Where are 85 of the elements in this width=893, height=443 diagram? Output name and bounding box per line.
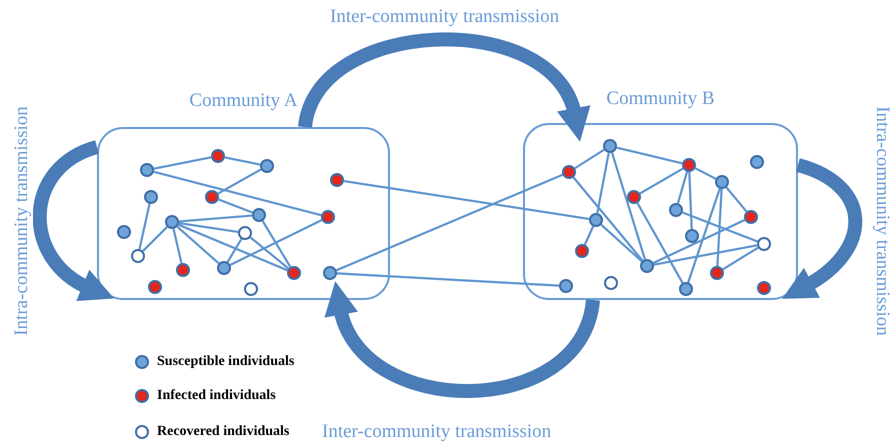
link-line	[682, 212, 758, 242]
susceptible-node	[750, 155, 764, 169]
link-line	[584, 226, 594, 246]
link-line	[138, 204, 151, 250]
curved-arrow	[298, 32, 588, 140]
link-line	[574, 148, 605, 170]
community-label: Community B	[605, 88, 716, 110]
link-line	[636, 202, 684, 284]
link-line	[176, 226, 220, 264]
susceptible-node	[715, 175, 729, 189]
link-line	[178, 214, 252, 223]
susceptible-node	[685, 229, 699, 243]
susceptible-node	[603, 139, 617, 153]
susceptible-node	[252, 208, 266, 222]
link-line	[154, 170, 322, 216]
link-line	[572, 176, 644, 262]
susceptible-node	[323, 266, 337, 280]
link-line	[178, 224, 288, 272]
susceptible-node	[640, 259, 654, 273]
link-line	[230, 219, 322, 266]
link-line	[694, 167, 716, 180]
link-line	[726, 186, 748, 212]
link-line	[640, 168, 684, 194]
link-line	[611, 152, 646, 260]
link-line	[154, 156, 212, 170]
susceptible-node	[165, 215, 179, 229]
infected-node	[330, 173, 344, 187]
link-line	[142, 226, 168, 252]
infected-node	[627, 190, 641, 204]
link-line	[172, 228, 182, 264]
link-line	[224, 156, 260, 166]
link-line	[336, 174, 563, 272]
link-line	[600, 224, 643, 262]
infected-node	[682, 158, 696, 172]
susceptible-node	[669, 203, 683, 217]
link-line	[688, 172, 693, 230]
infected-node	[211, 149, 225, 163]
curved-arrow	[32, 140, 113, 301]
link-line	[344, 180, 590, 220]
link-line	[218, 198, 253, 214]
legend-label: Recovered individuals	[157, 424, 290, 440]
infected-node	[757, 281, 771, 295]
legend-label: Susceptible individuals	[157, 354, 294, 370]
curved-arrow	[782, 158, 862, 300]
infected-node	[575, 244, 589, 258]
susceptible-node	[144, 190, 158, 204]
link-line	[687, 188, 721, 283]
link-line	[716, 188, 723, 266]
community-label: Community A	[188, 90, 299, 112]
link-line	[596, 152, 610, 214]
infected-node	[562, 165, 576, 179]
susceptible-node	[117, 225, 131, 239]
recovered-node	[604, 276, 618, 290]
recovered-node	[238, 226, 252, 240]
infected-node	[710, 266, 724, 280]
link-line	[616, 146, 682, 164]
curved-arrow	[326, 282, 600, 398]
edge-label: Inter-community transmission	[320, 421, 554, 443]
link-line	[178, 222, 238, 234]
recovered-node	[131, 249, 145, 263]
susceptible-node	[140, 163, 154, 177]
link-line	[654, 244, 758, 266]
infected-node	[148, 280, 162, 294]
link-line	[676, 171, 688, 204]
link-line	[262, 220, 292, 268]
infected-node	[176, 263, 190, 277]
recovered-node	[757, 237, 771, 251]
susceptible-node	[260, 159, 274, 173]
link-line	[336, 272, 560, 287]
recovered-node	[244, 282, 258, 296]
infected-node	[321, 210, 335, 224]
link-line	[226, 238, 242, 263]
infected-node	[205, 190, 219, 204]
susceptible-node	[679, 282, 693, 296]
edge-label: Inter-community transmission	[328, 6, 562, 28]
susceptible-node	[589, 213, 603, 227]
link-line	[218, 168, 262, 195]
infected-node	[744, 210, 758, 224]
link-line	[652, 218, 746, 264]
link-line	[722, 246, 759, 270]
infected-node	[287, 266, 301, 280]
legend-label: Infected individuals	[157, 388, 276, 404]
susceptible-node	[217, 261, 231, 275]
susceptible-node	[559, 279, 573, 293]
link-line	[250, 236, 290, 270]
